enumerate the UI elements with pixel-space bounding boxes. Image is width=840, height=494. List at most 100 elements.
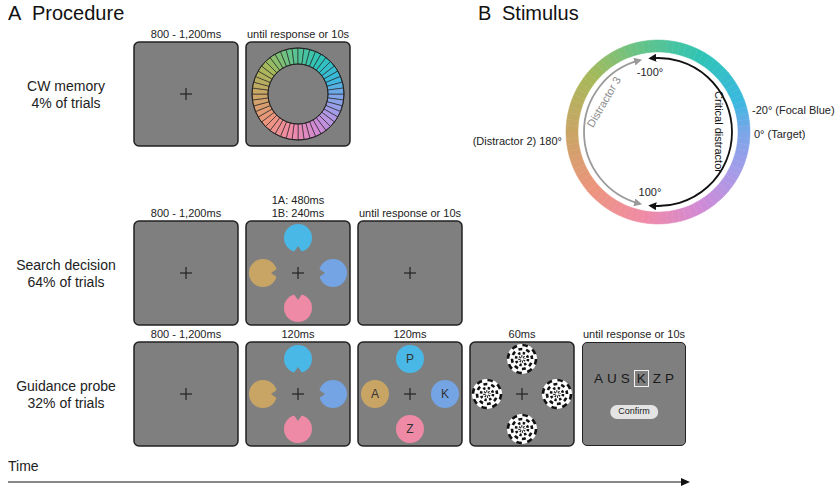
panel-title: Stimulus: [502, 2, 579, 25]
timing: until response or 10s: [247, 28, 349, 41]
response-letter: U: [607, 371, 617, 386]
search-item: [284, 415, 312, 443]
screen: [134, 342, 238, 446]
item-notch: [271, 269, 278, 278]
search-item: [284, 294, 312, 322]
fixation-cross: [409, 388, 410, 400]
wheel-segment: [661, 212, 668, 224]
arc-label: Critical distractor: [713, 91, 726, 173]
fixation-cross: [297, 267, 298, 279]
button-label: Confirm: [618, 406, 650, 416]
search-item: [284, 345, 312, 373]
mask-checker: [520, 427, 525, 432]
confirm-button: Confirm: [610, 405, 658, 419]
response-letter: Z: [653, 371, 661, 386]
mask: [507, 414, 537, 444]
mask-checker: [520, 357, 525, 362]
wheel-segment: [738, 132, 750, 138]
mask-checker: [485, 392, 490, 397]
screen: [134, 221, 238, 325]
item-notch: [294, 367, 303, 374]
critical-distractor-arc: [650, 58, 732, 206]
fixation-cross: [185, 388, 186, 400]
angle-label: -100°: [637, 66, 663, 79]
letter-circle: P: [396, 345, 424, 373]
item-notch: [294, 246, 303, 253]
fixation-cross: [409, 267, 410, 279]
wheel-segment: [738, 126, 750, 132]
timing: until response or 10s: [583, 328, 685, 341]
screen: [134, 42, 238, 146]
probe-letter: P: [406, 352, 414, 366]
mask-checker: [551, 388, 563, 400]
screen: [246, 42, 350, 146]
search-item: [249, 380, 277, 408]
angle-label: -20° (Focal Blue): [752, 104, 835, 117]
timing: 800 - 1,200ms: [151, 207, 221, 220]
mask-checker: [547, 384, 567, 404]
timing: 60ms: [509, 328, 536, 341]
wheel-segment: [566, 138, 579, 145]
fixation-cross: [185, 267, 186, 279]
panel-title: Procedure: [32, 2, 124, 25]
mask-checker: [508, 415, 536, 443]
angle-label: 100°: [639, 186, 662, 199]
mask-checker: [477, 384, 497, 404]
wheel-segment: [292, 48, 298, 64]
search-item: [319, 380, 347, 408]
screen: [246, 221, 350, 325]
mask-checker: [516, 423, 528, 435]
probe-letter: K: [441, 387, 449, 401]
response-letter: K: [634, 370, 649, 387]
panel-letter: A: [8, 2, 21, 25]
timing: 1B: 240ms: [272, 207, 325, 220]
wheel-outline: [252, 48, 344, 140]
wheel-outline: [268, 64, 328, 124]
row-label: CW memory: [27, 78, 105, 94]
timing: 120ms: [281, 328, 314, 341]
axis-label: Time: [8, 458, 39, 474]
screen: [470, 342, 574, 446]
letter-circle: Z: [396, 415, 424, 443]
wheel-segment: [655, 40, 661, 52]
fixation-cross: [185, 88, 186, 100]
row-label: Guidance probe: [16, 378, 116, 394]
letter-circle: A: [361, 380, 389, 408]
wheel-segment: [252, 94, 268, 100]
time-arrow: [8, 481, 684, 482]
time-arrowhead: [681, 478, 690, 486]
mask-checker: [473, 380, 501, 408]
search-item: [284, 224, 312, 252]
mask-checker: [543, 380, 571, 408]
mask: [507, 344, 537, 374]
row-label: 4% of trials: [31, 95, 100, 111]
mask-checker: [481, 388, 493, 400]
panel-letter: B: [478, 2, 491, 25]
wheel-segment: [566, 126, 578, 132]
distractor3-arc: [584, 60, 640, 204]
mask-checker: [555, 392, 560, 397]
timing: 800 - 1,200ms: [151, 28, 221, 41]
colour-wheel-response: [252, 48, 344, 140]
search-item: [249, 259, 277, 287]
mask-checker: [512, 419, 532, 439]
item-notch: [294, 415, 303, 422]
timing: 800 - 1,200ms: [151, 328, 221, 341]
item-notch: [319, 390, 326, 399]
mask-checker: [508, 345, 536, 373]
letter-circle: K: [431, 380, 459, 408]
screen: [358, 342, 462, 446]
item-notch: [294, 294, 303, 301]
response-letter: P: [665, 371, 674, 386]
item-notch: [271, 390, 278, 399]
wheel-segment: [566, 132, 578, 138]
colour-wheel: [566, 40, 750, 224]
row-label: Search decision: [16, 257, 116, 273]
fixation-cross: [297, 388, 298, 400]
wheel-segment: [737, 119, 750, 126]
mask-checker: [516, 353, 528, 365]
mask: [542, 379, 572, 409]
row-label: 64% of trials: [27, 274, 104, 290]
response-letter: A: [594, 371, 603, 386]
